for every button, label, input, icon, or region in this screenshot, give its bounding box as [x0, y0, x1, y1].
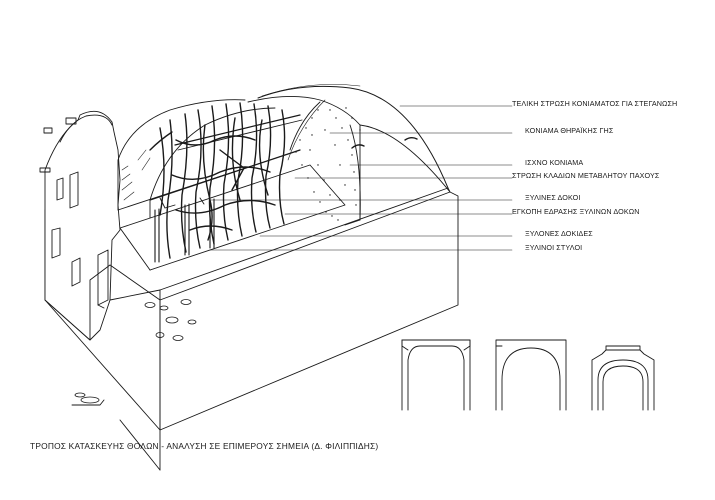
label-final-mortar-layer: ΤΕΛΙΚΗ ΣΤΡΩΣΗ ΚΟΝΙΑΜΑΤΟΣ ΓΙΑ ΣΤΕΓΑΝΩΣΗ: [512, 99, 678, 108]
leader-lines: [209, 105, 513, 251]
label-beam-bearing-notch: ΕΓΚΟΠΗ ΕΔΡΑΣΗΣ ΞΥΛΙΝΩΝ ΔΟΚΩΝ: [512, 207, 640, 216]
stones: [74, 299, 197, 404]
wooden-posts: [154, 198, 215, 263]
label-wooden-joists: ΞΥΛΟΝΕΣ ΔΟΚΙΔΕΣ: [525, 229, 593, 238]
drawing-caption: ΤΡΟΠΟΣ ΚΑΤΑΣΚΕΥΗΣ ΘΟΛΩΝ - ΑΝΑΛΥΣΗ ΣΕ ΕΠΙ…: [30, 441, 379, 451]
label-lean-mortar: ΙΣΧΝΟ ΚΟΝΙΑΜΑ: [525, 158, 584, 167]
label-theran-earth-mortar: ΚΟΝΙΑΜΑ ΘΗΡΑΪΚΗΣ ΓΗΣ: [525, 126, 614, 135]
vaulted-building-axonometric: [39, 84, 459, 471]
label-wooden-posts: ΞΥΛΙΝΟΙ ΣΤΥΛΟΙ: [525, 243, 583, 252]
branches-layer: [149, 102, 286, 259]
label-wooden-beams: ΞΥΛΙΝΕΣ ΔΟΚΟΙ: [525, 193, 581, 202]
arch-profile-1: [401, 339, 471, 411]
arch-profile-2: [495, 339, 567, 411]
label-branches-layer: ΣΤΡΩΣΗ ΚΛΑΔΙΩΝ ΜΕΤΑΒΛΗΤΟΥ ΠΑΧΟΥΣ: [512, 171, 660, 180]
mortar-layers: [247, 84, 451, 226]
arch-profile-3: [591, 345, 655, 411]
